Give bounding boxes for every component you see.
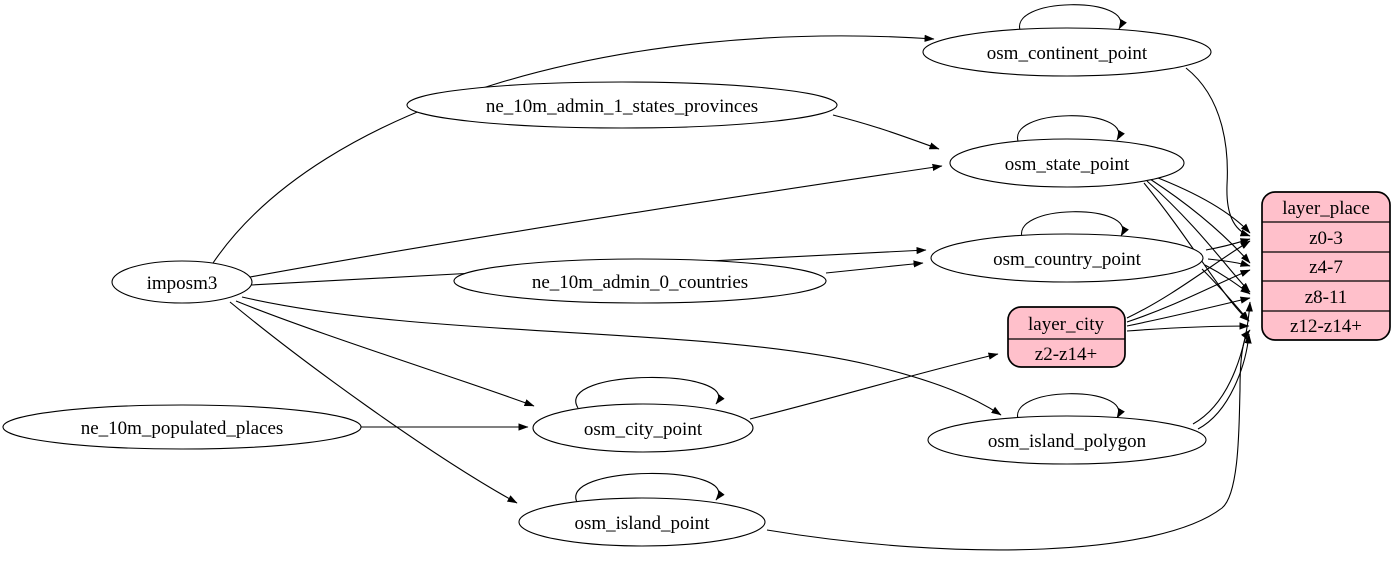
edge-osm_country_point-z4-7 bbox=[1207, 258, 1251, 267]
node-island-polygon-shape bbox=[927, 415, 1207, 465]
node-continent-label: osm_continent_point bbox=[987, 43, 1148, 64]
node-state-shape bbox=[949, 138, 1185, 188]
edge-osm_state_point-z0-3 bbox=[1152, 175, 1251, 234]
edge-ne1-osm_state_point bbox=[832, 114, 940, 150]
node-imposm3-shape bbox=[111, 260, 253, 304]
edge-osm_island_polygon-z8-11 bbox=[1192, 301, 1253, 425]
node-island-polygon-label: osm_island_polygon bbox=[988, 431, 1147, 452]
node-nepop-shape bbox=[2, 404, 362, 450]
node-city-shape bbox=[532, 403, 754, 453]
selfloop-osm_city_point bbox=[575, 376, 725, 409]
record-layer-city-row-z2-z14: z2-z14+ bbox=[1035, 344, 1097, 365]
edge-osm_island_point-z12-z14 bbox=[766, 329, 1251, 551]
record-layer-city-box bbox=[1007, 306, 1126, 368]
edge-osm_island_polygon-z12-z14 bbox=[1197, 333, 1252, 430]
record-layer-city-title: layer_city bbox=[1028, 314, 1104, 335]
record-layer-place-row-z12-z14: z12-z14+ bbox=[1290, 316, 1362, 337]
node-ne0-shape bbox=[453, 258, 827, 304]
edge-ne0-osm_country_point bbox=[825, 260, 924, 274]
node-osm-continent-point: osm_continent_point bbox=[922, 27, 1212, 77]
edge-imposm3-osm_state_point bbox=[249, 163, 943, 278]
record-layer-place-row-z0-3: z0-3 bbox=[1309, 228, 1343, 249]
selfloop-osm_island_polygon bbox=[1016, 393, 1125, 423]
node-osm-city-point: osm_city_point bbox=[532, 403, 754, 453]
node-imposm3-label: imposm3 bbox=[147, 273, 218, 294]
edge-osm_country_point-z0-3 bbox=[1205, 238, 1251, 251]
edge-osm_continent_point-z0-3 bbox=[1185, 67, 1251, 237]
node-imposm3: imposm3 bbox=[111, 260, 253, 304]
edge-osm_city_point-z8-11 bbox=[1126, 296, 1251, 327]
node-nepop-label: ne_10m_populated_places bbox=[81, 418, 284, 439]
edge-osm_country_point-z12-z14 bbox=[1201, 268, 1250, 322]
node-ne-10m-admin-1-states-provinces: ne_10m_admin_1_states_provinces bbox=[406, 81, 838, 129]
edge-osm_city_point-layer_city bbox=[749, 352, 999, 420]
node-island-point-shape bbox=[518, 497, 766, 547]
edge-imposm3-osm_continent_point bbox=[212, 34, 935, 264]
node-osm-state-point: osm_state_point bbox=[949, 138, 1185, 188]
edges bbox=[212, 4, 1253, 551]
edge-osm_city_point-z12-z14 bbox=[1126, 322, 1250, 332]
node-osm-island-point: osm_island_point bbox=[518, 497, 766, 547]
selfloop-osm_state_point bbox=[1016, 115, 1125, 145]
edge-imposm3-osm_city_point bbox=[235, 300, 535, 407]
selfloop-osm_island_point bbox=[575, 472, 725, 505]
node-continent-shape bbox=[922, 27, 1212, 77]
edge-osm_state_point-z12-z14 bbox=[1143, 182, 1250, 322]
node-ne-10m-populated-places: ne_10m_populated_places bbox=[2, 404, 362, 450]
node-country-label: osm_country_point bbox=[993, 249, 1141, 270]
node-state-label: osm_state_point bbox=[1005, 154, 1130, 175]
edge-osm_city_point-z4-7 bbox=[1126, 269, 1251, 323]
edge-osm_city_point-z0-3 bbox=[1126, 240, 1251, 319]
selfloop-osm_continent_point bbox=[1018, 4, 1127, 34]
node-island-point-label: osm_island_point bbox=[574, 513, 710, 534]
node-ne0-label: ne_10m_admin_0_countries bbox=[532, 272, 748, 293]
node-osm-country-point: osm_country_point bbox=[930, 233, 1204, 283]
edge-osm_state_point-z4-7 bbox=[1149, 178, 1251, 264]
node-osm-island-polygon: osm_island_polygon bbox=[927, 415, 1207, 465]
selfloop-osm_country_point bbox=[1020, 211, 1129, 241]
node-ne1-label: ne_10m_admin_1_states_provinces bbox=[486, 96, 758, 117]
node-country-shape bbox=[930, 233, 1204, 283]
record-layer-place-box bbox=[1261, 191, 1391, 341]
record-layer-place-row-z8-11: z8-11 bbox=[1305, 287, 1348, 308]
edge-imposm3-osm_island_point bbox=[229, 301, 518, 504]
edge-osm_state_point-z8-11 bbox=[1146, 180, 1251, 293]
record-layer-place: layer_place z0-3 z4-7 z8-11 z12-z14+ bbox=[1261, 191, 1391, 341]
node-ne-10m-admin-0-countries: ne_10m_admin_0_countries bbox=[453, 258, 827, 304]
node-ne1-shape bbox=[406, 81, 838, 129]
node-city-label: osm_city_point bbox=[584, 419, 703, 440]
edge-imposm3-osm_island_polygon bbox=[241, 296, 1002, 416]
record-layer-city: layer_city z2-z14+ bbox=[1007, 306, 1126, 368]
record-layer-place-row-z4-7: z4-7 bbox=[1309, 257, 1343, 278]
record-layer-place-title: layer_place bbox=[1282, 198, 1370, 219]
